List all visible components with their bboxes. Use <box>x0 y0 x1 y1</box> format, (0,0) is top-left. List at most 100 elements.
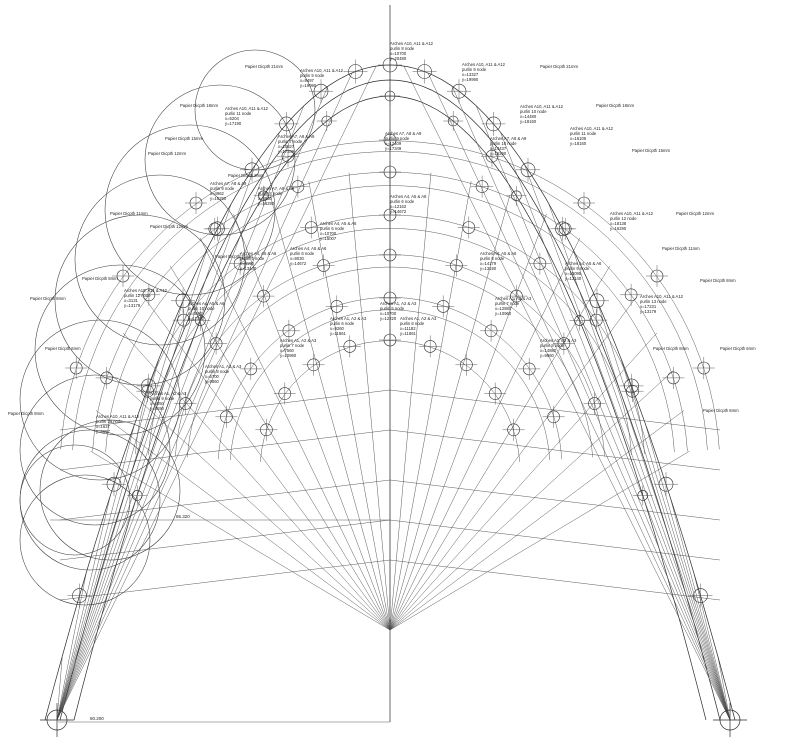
left-brace-8 <box>56 164 256 721</box>
left-brace-12 <box>56 72 353 721</box>
node-purlin: purlin 8 node <box>390 46 415 51</box>
node-x: x=18138 <box>610 221 627 226</box>
paper-circle-8 <box>19 374 171 526</box>
fan-member-9 <box>308 181 391 631</box>
node-x: x=7560 <box>280 348 295 353</box>
right-brace-10 <box>475 105 731 721</box>
node-arch-name: Arches A10, A11 & A12 <box>610 211 654 216</box>
node-purlin: purlin 9 node <box>565 266 590 271</box>
node-x: x=14880 <box>540 348 557 353</box>
node-arch-name: Arches A10, A11 & A12 <box>520 104 564 109</box>
node-arch-name: Arches A1, A2 & A3 <box>495 296 532 301</box>
node-x: x=4590 <box>188 311 203 316</box>
fan-member-17 <box>389 265 611 631</box>
node-purlin: purlin 8 node <box>205 369 230 374</box>
node-x: x=5700 <box>205 374 220 379</box>
paper-circle-10 <box>19 474 151 606</box>
left-brace-4 <box>56 358 160 721</box>
node-x: x=14480 <box>520 114 537 119</box>
right-brace-12 <box>427 72 731 721</box>
right-brace-9 <box>500 132 731 721</box>
node-purlin: purlin 9 node <box>210 186 235 191</box>
tie-left-1 <box>59 429 391 471</box>
node-arch-name: Arches A1, A2 & A3 <box>540 338 577 343</box>
dimension-label-top: 86.320 <box>176 514 190 519</box>
paper-circle-7 <box>19 319 181 481</box>
fan-member-18 <box>389 297 636 631</box>
paper-depth-label-8: Papier Dicpth 21mm <box>540 64 578 69</box>
tie-left-0 <box>59 389 391 431</box>
node-labels: Arches A10, A11 & A12 purlin 8 node x=1070… <box>8 41 756 434</box>
node-y: y=17349 <box>385 146 402 151</box>
node-purlin: purlin 6 node <box>400 321 425 326</box>
paper-depth-label-6: Papier Dicpth 8mm <box>82 276 118 281</box>
node-x: x=5204 <box>225 116 240 121</box>
node-y: y=11390 <box>188 316 205 321</box>
node-y: y=11861 <box>330 331 347 336</box>
node-purlin: purlin 12 node <box>610 216 637 221</box>
fan-member-19 <box>389 332 658 631</box>
node-purlin: purlin 10 node <box>188 306 215 311</box>
node-arch-name: Arches A4, A5 & A6 <box>480 251 517 256</box>
node-y: y=19990 <box>462 77 479 82</box>
paper-depth-label-18: Papier Dicpth 11mm <box>215 254 253 259</box>
node-x: x=9030 <box>290 256 305 261</box>
paper-depth-label-4: Papier Dicpth 12mm <box>148 151 186 156</box>
dimension-label-bottom: 80.200 <box>90 716 104 721</box>
node-x: x=12880 <box>495 306 512 311</box>
tie-right-2 <box>389 479 721 521</box>
node-y: y=15007 <box>320 236 337 241</box>
node-arch-name: Arches A4, A5 & A6 <box>188 301 225 306</box>
node-y: y=14672 <box>390 209 407 214</box>
node-x: x=15095 <box>565 271 582 276</box>
right-brace-0 <box>717 656 731 721</box>
node-arch-name: Arches A7, A8 & A9 <box>385 131 422 136</box>
node-x: x=12409 <box>385 141 402 146</box>
right-brace-8 <box>524 164 731 721</box>
node-arch-name: Arches A10, A11 & A12 <box>570 126 614 131</box>
node-y: y=18160 <box>570 141 587 146</box>
node-x: x=10700 <box>320 231 337 236</box>
fan-member-13 <box>389 181 472 631</box>
dimension-bottom: 80.200 <box>58 716 390 723</box>
node-y: y=10960 <box>280 353 297 358</box>
right-brace-11 <box>451 86 731 721</box>
node-purlin: purlin 13 node <box>640 299 667 304</box>
fan-member-16 <box>389 237 581 631</box>
node-purlin: purlin 9 node <box>462 67 487 72</box>
node-y: y=16290 <box>258 201 275 206</box>
node-purlin: purlin 11 node <box>570 131 597 136</box>
node-y: y=13179 <box>124 303 141 308</box>
node-y: y=13140 <box>240 266 257 271</box>
support-left <box>40 703 74 737</box>
node-x: x=10627 <box>278 144 295 149</box>
node-arch-name: Arches A7, A8 & A9 <box>258 186 295 191</box>
node-purlin: purlin 6 node <box>330 321 355 326</box>
node-arch-name: Arches A1, A2 & A3 <box>280 338 317 343</box>
node-purlin: purlin 11 node <box>225 111 252 116</box>
node-purlin: purlin 9 node <box>150 396 175 401</box>
paper-depth-label-21: Papier Dicpth 8mm <box>653 346 689 351</box>
fan-member-3 <box>122 332 391 631</box>
left-brace-2 <box>56 494 111 721</box>
paper-depth-label-17: Papier Dicpth 12mm <box>150 224 188 229</box>
paper-depth-label-9: Papier Dicpth 18mm <box>596 103 634 108</box>
paper-depth-circles <box>19 49 316 606</box>
fan-member-14 <box>389 194 511 631</box>
node-x: x=9260 <box>330 326 345 331</box>
paper-depth-label-12: Papier Dicpth 11mm <box>662 246 700 251</box>
